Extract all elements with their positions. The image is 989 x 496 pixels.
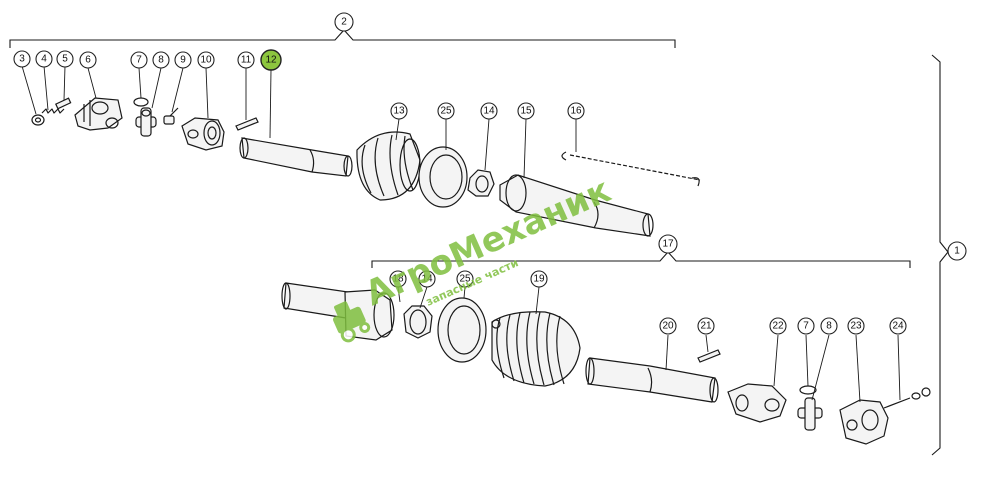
svg-text:20: 20 [662, 321, 674, 332]
svg-text:25: 25 [440, 106, 452, 117]
callout-6: 6 [79, 51, 97, 69]
tractor-logo-icon [332, 301, 371, 343]
part-6-yoke [74, 97, 123, 131]
svg-text:4: 4 [41, 54, 47, 65]
svg-text:6: 6 [85, 55, 91, 66]
leader-lines [21, 65, 901, 403]
part-15-outer-tube [499, 174, 654, 237]
part-23-outer-yoke [839, 399, 889, 445]
callout-9: 9 [174, 51, 192, 69]
part-9-grease-nipple [163, 107, 179, 125]
svg-text:22: 22 [772, 321, 784, 332]
svg-text:17: 17 [662, 239, 674, 250]
part-13-protection-cone [356, 131, 421, 201]
part-8-lower-cross [797, 397, 823, 431]
callout-4: 4 [35, 50, 53, 68]
callout-24: 24 [889, 317, 907, 335]
part-7-circlip [133, 97, 149, 107]
callout-16: 16 [567, 102, 585, 120]
callout-18: 18 [389, 270, 407, 288]
callout-15: 15 [517, 102, 535, 120]
part-24-bolt-nut [883, 387, 931, 409]
callout-19: 19 [530, 270, 548, 288]
svg-text:15: 15 [520, 106, 532, 117]
callout-8-lower: 8 [820, 317, 838, 335]
part-3-ring [31, 114, 45, 126]
part-16-chain [561, 151, 701, 187]
svg-text:1: 1 [954, 246, 960, 257]
part-8-cross [135, 107, 157, 137]
callout-14-lower: 14 [418, 270, 436, 288]
callout-7: 7 [130, 51, 148, 69]
callout-17: 17 [658, 234, 678, 254]
svg-text:24: 24 [892, 321, 904, 332]
full-assembly-brace [931, 54, 949, 456]
svg-text:11: 11 [241, 55, 252, 66]
part-21-key [697, 349, 721, 363]
callout-20: 20 [659, 317, 677, 335]
svg-text:14: 14 [421, 274, 433, 285]
svg-text:13: 13 [393, 106, 405, 117]
svg-text:19: 19 [533, 274, 545, 285]
callout-23: 23 [847, 317, 865, 335]
callout-21: 21 [697, 317, 715, 335]
callout-1: 1 [947, 241, 967, 261]
callout-3: 3 [13, 50, 31, 68]
callout-25-lower: 25 [456, 270, 474, 288]
callout-25-upper: 25 [437, 102, 455, 120]
svg-text:3: 3 [19, 54, 25, 65]
part-12-inner-tube [239, 137, 353, 177]
part-10-inner-yoke [181, 117, 225, 151]
svg-text:8: 8 [158, 55, 164, 66]
svg-text:8: 8 [826, 321, 832, 332]
part-25-lower-bearing-ring [437, 297, 487, 363]
callout-11: 11 [237, 51, 255, 69]
svg-text:18: 18 [392, 274, 404, 285]
svg-text:25: 25 [459, 274, 471, 285]
svg-text:10: 10 [200, 55, 212, 66]
svg-text:12: 12 [265, 55, 277, 66]
part-22-inner-yoke [727, 383, 787, 423]
part-14-nut [467, 169, 495, 197]
svg-text:7: 7 [136, 55, 142, 66]
svg-text:21: 21 [700, 321, 712, 332]
svg-text:9: 9 [180, 55, 186, 66]
upper-assembly-brace [9, 29, 676, 48]
svg-text:14: 14 [483, 106, 495, 117]
part-14-lower-nut [403, 305, 433, 339]
callout-12-highlighted[interactable]: 12 [260, 49, 282, 71]
callout-13: 13 [390, 102, 408, 120]
callout-14-upper: 14 [480, 102, 498, 120]
callout-5: 5 [56, 50, 74, 68]
svg-text:7: 7 [803, 321, 809, 332]
part-5-pin [55, 97, 72, 110]
svg-text:5: 5 [62, 54, 68, 65]
callout-22: 22 [769, 317, 787, 335]
svg-text:23: 23 [850, 321, 862, 332]
part-4-spring [41, 108, 65, 114]
callout-2: 2 [334, 12, 354, 32]
svg-text:2: 2 [341, 17, 347, 28]
callout-10: 10 [197, 51, 215, 69]
callout-7-lower: 7 [797, 317, 815, 335]
part-25-bearing-ring [418, 146, 468, 208]
part-11-key [235, 117, 259, 131]
callout-8: 8 [152, 51, 170, 69]
part-19-bellows [491, 311, 581, 387]
part-20-inner-tube [585, 357, 719, 403]
svg-text:16: 16 [570, 106, 582, 117]
